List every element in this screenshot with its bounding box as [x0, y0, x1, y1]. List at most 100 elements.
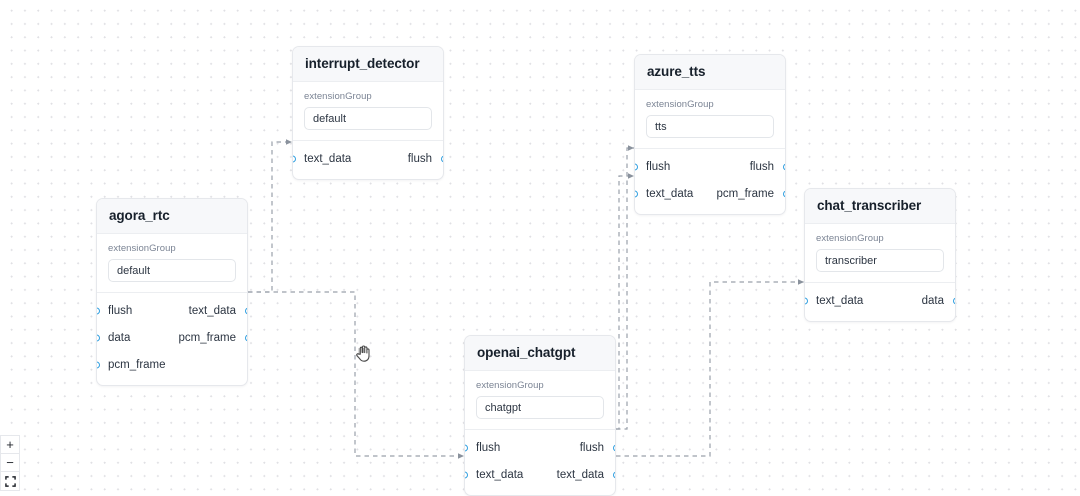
extension-group-label: extensionGroup [476, 380, 544, 391]
output-port-handle[interactable] [440, 155, 443, 162]
node-config-body: extensionGroup [465, 371, 615, 430]
node-config-body: extensionGroup [293, 82, 443, 141]
node-title: chat_transcriber [805, 189, 955, 224]
output-port-label: flush [579, 441, 604, 454]
input-port-group: flush [476, 442, 500, 454]
extension-group-input[interactable] [476, 396, 604, 419]
port-row: text_data data [805, 287, 955, 314]
output-port-label: flush [749, 160, 774, 173]
node-config-body: extensionGroup [97, 234, 247, 293]
input-port-group: pcm_frame [108, 359, 166, 371]
port-row: text_data text_data [465, 461, 615, 488]
input-port-group: text_data [646, 188, 693, 200]
output-port-handle[interactable] [244, 307, 247, 314]
fit-view-icon [4, 475, 16, 487]
output-port-label: pcm_frame [716, 187, 774, 200]
fit-view-button[interactable] [1, 472, 19, 490]
output-port-handle[interactable] [952, 297, 955, 304]
output-port-label: text_data [556, 468, 604, 481]
port-row: flush flush [635, 153, 785, 180]
output-port-label: flush [407, 152, 432, 165]
input-port-handle[interactable] [635, 190, 638, 197]
node-title: azure_tts [635, 55, 785, 90]
extension-group-input[interactable] [304, 107, 432, 130]
port-row: flush flush [465, 434, 615, 461]
input-port-group: data [108, 332, 130, 344]
input-port-handle[interactable] [635, 163, 638, 170]
extension-group-label: extensionGroup [108, 243, 176, 254]
zoom-in-button[interactable]: + [1, 436, 19, 454]
grab-hand-cursor [356, 345, 370, 362]
output-port-group: data [922, 295, 944, 307]
input-port-handle[interactable] [97, 361, 100, 368]
node-config-body: extensionGroup [635, 90, 785, 149]
extension-group-input[interactable] [108, 259, 236, 282]
minus-icon: − [6, 455, 14, 470]
output-port-handle[interactable] [244, 334, 247, 341]
port-list: text_data flush [293, 141, 443, 179]
node-azure_tts[interactable]: azure_tts extensionGroup flush flush text_da… [634, 54, 786, 215]
input-port-handle[interactable] [805, 297, 808, 304]
output-port-handle[interactable] [612, 471, 615, 478]
input-port-handle[interactable] [465, 471, 468, 478]
input-port-label: flush [108, 304, 133, 317]
input-port-group: text_data [304, 153, 351, 165]
output-port-handle[interactable] [782, 190, 785, 197]
input-port-handle[interactable] [97, 334, 100, 341]
input-port-label: flush [476, 441, 501, 454]
output-port-group: flush [750, 161, 774, 173]
edge-chatgpt-textdata-to-transcriber-textdata[interactable] [616, 279, 805, 457]
port-row: data pcm_frame [97, 324, 247, 351]
output-port-label: pcm_frame [178, 331, 236, 344]
port-list: flush flush text_data text_data [465, 430, 615, 495]
input-port-label: flush [646, 160, 671, 173]
input-port-handle[interactable] [97, 307, 100, 314]
port-row: text_data flush [293, 145, 443, 172]
canvas-controls[interactable]: + − [0, 435, 20, 491]
input-port-label: pcm_frame [108, 358, 166, 371]
edge-chatgpt-flush-to-azure-flush[interactable] [616, 145, 635, 430]
output-port-group: pcm_frame [178, 332, 236, 344]
node-title: agora_rtc [97, 199, 247, 234]
port-list: flush flush text_data pcm_frame [635, 149, 785, 214]
port-list: text_data data [805, 283, 955, 321]
input-port-group: flush [108, 305, 132, 317]
output-port-handle[interactable] [612, 444, 615, 451]
edge-chatgpt-flush-to-azure-textdata[interactable] [616, 173, 635, 430]
port-row: pcm_frame [97, 351, 247, 378]
zoom-out-button[interactable]: − [1, 454, 19, 472]
extension-group-label: extensionGroup [646, 99, 714, 110]
output-port-group: text_data [189, 305, 236, 317]
node-title: interrupt_detector [293, 47, 443, 82]
input-port-label: text_data [646, 187, 694, 200]
input-port-group: text_data [816, 295, 863, 307]
extension-group-input[interactable] [646, 115, 774, 138]
extension-group-input[interactable] [816, 249, 944, 272]
port-row: text_data pcm_frame [635, 180, 785, 207]
edge-agora-textdata-to-interrupt-textdata[interactable] [248, 139, 293, 293]
output-port-label: data [921, 294, 944, 307]
node-agora_rtc[interactable]: agora_rtc extensionGroup flush text_datadat… [96, 198, 248, 386]
extension-group-label: extensionGroup [816, 233, 884, 244]
input-port-handle[interactable] [293, 155, 296, 162]
input-port-handle[interactable] [465, 444, 468, 451]
input-port-group: text_data [476, 469, 523, 481]
input-port-label: text_data [816, 294, 864, 307]
output-port-group: flush [408, 153, 432, 165]
output-port-handle[interactable] [782, 163, 785, 170]
output-port-group: flush [580, 442, 604, 454]
edge-agora-textdata-to-chatgpt-textdata[interactable] [248, 291, 465, 459]
node-title: openai_chatgpt [465, 336, 615, 371]
node-config-body: extensionGroup [805, 224, 955, 283]
node-openai_chatgpt[interactable]: openai_chatgpt extensionGroup flush flush te… [464, 335, 616, 496]
output-port-label: text_data [188, 304, 236, 317]
output-port-group: text_data [557, 469, 604, 481]
output-port-group: pcm_frame [716, 188, 774, 200]
input-port-label: data [108, 331, 131, 344]
node-chat_transcriber[interactable]: chat_transcriber extensionGroup text_data d… [804, 188, 956, 322]
input-port-label: text_data [304, 152, 352, 165]
input-port-group: flush [646, 161, 670, 173]
port-row: flush text_data [97, 297, 247, 324]
